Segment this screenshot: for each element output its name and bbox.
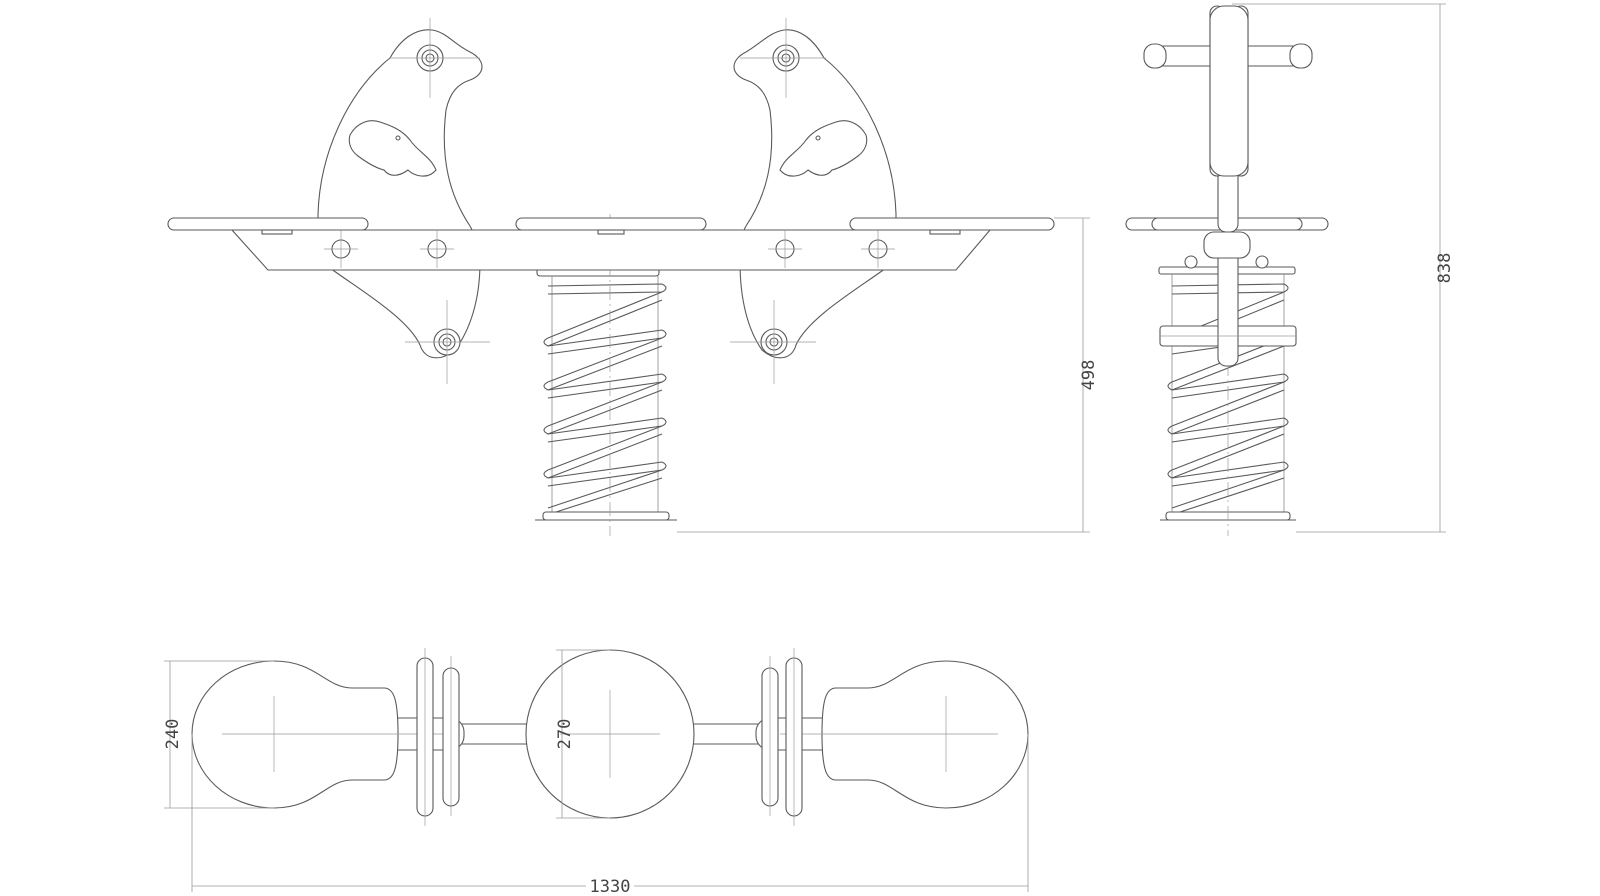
total-height-label: 838	[1435, 253, 1455, 284]
rooster-head-left	[317, 18, 490, 384]
beam-bolts	[324, 230, 895, 268]
head-side	[1143, 5, 1313, 233]
side-view: 838	[1125, 3, 1455, 536]
plan-handles	[416, 648, 803, 826]
dimension-center-seat-width: 270	[555, 649, 610, 819]
seat-boards	[167, 217, 1055, 235]
rooster-head-right	[730, 18, 897, 384]
dimension-overall-length: 1330	[191, 734, 1029, 896]
overall-length-label: 1330	[590, 877, 631, 896]
plan-seat-left	[191, 660, 450, 809]
dimension-seat-height: 498	[677, 217, 1099, 533]
dimension-end-seat-width: 240	[163, 660, 274, 809]
seesaw-beam	[230, 229, 992, 271]
dimension-total-height: 838	[1232, 3, 1455, 533]
plan-seat-right	[780, 660, 1029, 809]
spring-coil-side	[1158, 218, 1296, 536]
plan-seat-center	[525, 649, 695, 819]
end-seat-width-label: 240	[163, 719, 183, 750]
seat-height-label: 498	[1079, 360, 1099, 391]
center-seat-width-label: 270	[555, 719, 575, 750]
plan-view: 240 270 1330	[163, 648, 1029, 896]
front-view: 498	[167, 18, 1099, 536]
handle-bar-side	[1159, 231, 1297, 367]
